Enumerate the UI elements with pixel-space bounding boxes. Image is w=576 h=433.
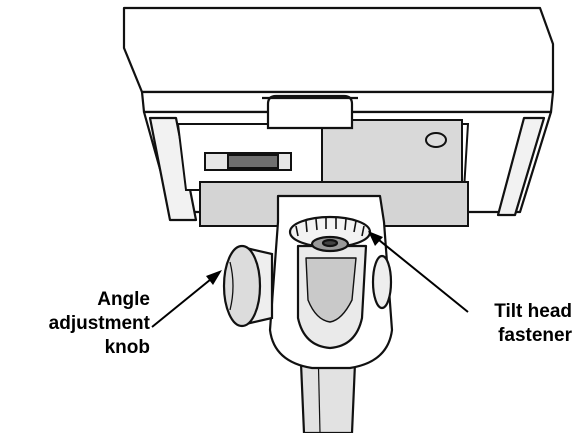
angle-label-line-3: knob xyxy=(104,337,150,358)
carry-handle xyxy=(262,94,358,130)
housing-left-flange xyxy=(148,116,198,222)
tilt-head-inner-shadow xyxy=(305,257,357,323)
tilt-label-line-2: fastener xyxy=(498,325,572,346)
underside-panel xyxy=(176,119,470,191)
tilt-head-fastener-label: Tilt head fastener xyxy=(440,300,572,348)
tilt-fastener-leader xyxy=(373,235,469,313)
leader-lines xyxy=(151,235,469,328)
housing-top-face xyxy=(122,6,555,94)
tilt-head-right-pivot xyxy=(371,254,393,310)
leader-arrowheads xyxy=(206,231,383,285)
fastener-bolt-hole xyxy=(321,238,339,248)
angle-knob-arrowhead xyxy=(206,270,222,285)
fastener-nut-teeth xyxy=(295,218,365,237)
tilt-label-line-1: Tilt head xyxy=(494,301,572,322)
connector-pins xyxy=(227,154,279,169)
angle-knob-leader xyxy=(151,274,217,328)
housing-right-flange xyxy=(496,116,546,217)
round-port xyxy=(425,132,447,148)
tilt-fastener-arrowhead xyxy=(368,231,383,246)
grey-panel xyxy=(321,119,463,187)
tilt-head xyxy=(268,194,394,370)
angle-adjustment-knob xyxy=(222,244,274,328)
angle-label-line-1: Angle xyxy=(97,289,150,310)
angle-label-line-2: adjustment xyxy=(48,313,150,334)
angle-adjustment-knob-label: Angle adjustment knob xyxy=(0,288,150,360)
